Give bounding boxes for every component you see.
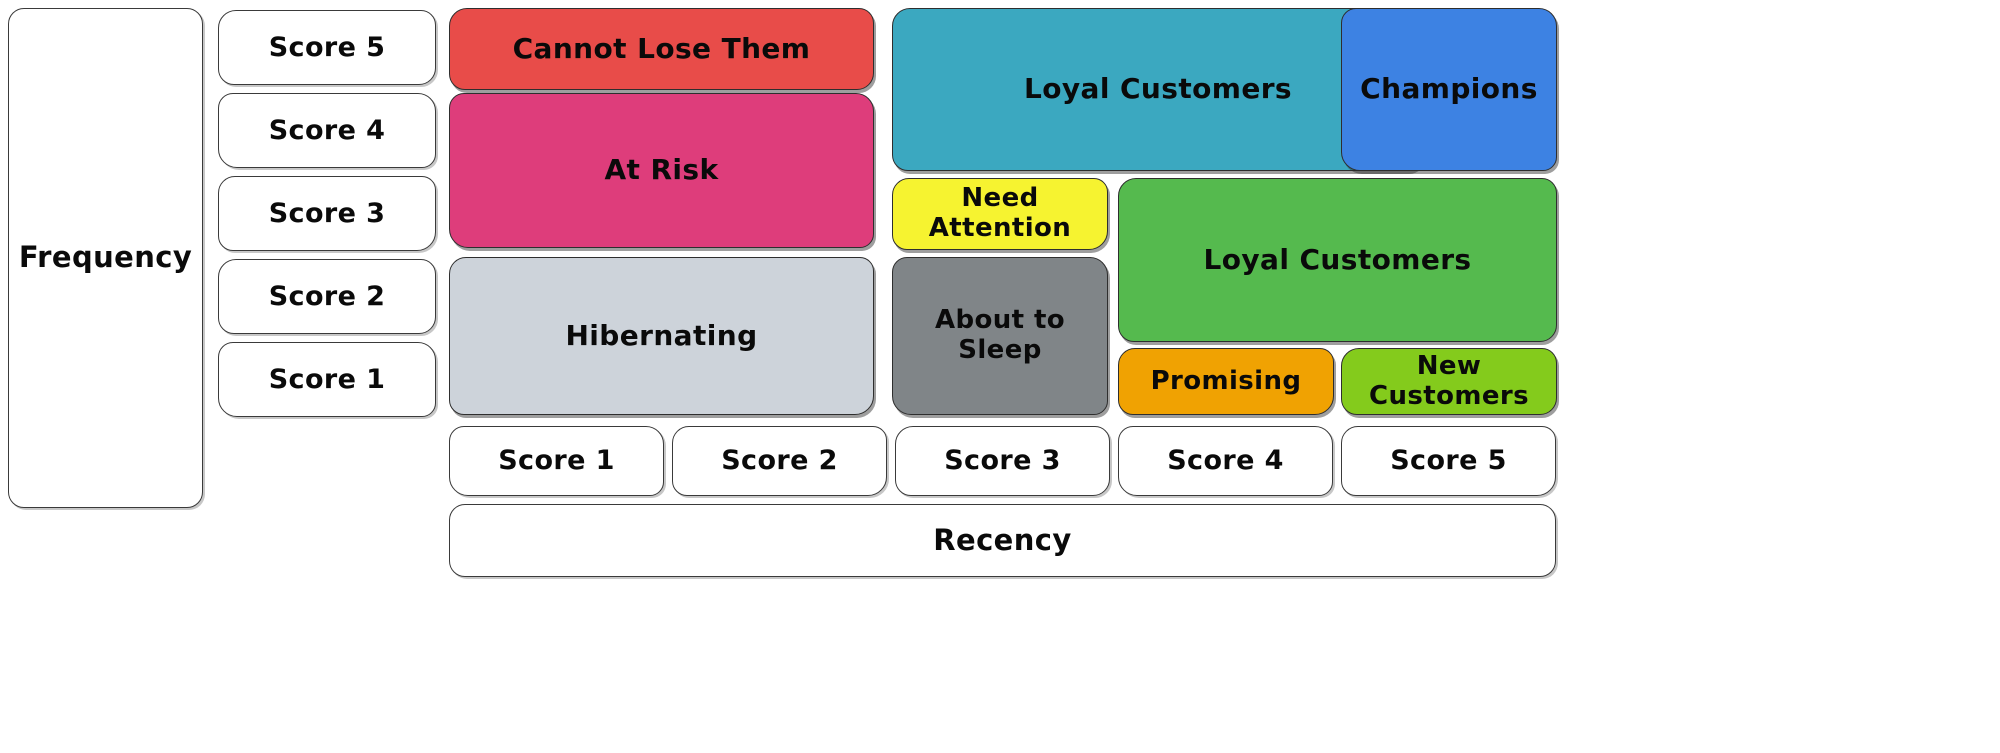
segment-champions[interactable]: Champions xyxy=(1341,8,1557,171)
segment-about-to-sleep[interactable]: About to Sleep xyxy=(892,257,1108,415)
recency-score-5: Score 5 xyxy=(1341,426,1556,496)
frequency-score-3: Score 3 xyxy=(218,176,436,251)
segment-need-attention[interactable]: Need Attention xyxy=(892,178,1108,250)
recency-score-2: Score 2 xyxy=(672,426,887,496)
recency-score-1: Score 1 xyxy=(449,426,664,496)
segment-hibernating[interactable]: Hibernating xyxy=(449,257,874,415)
frequency-score-2: Score 2 xyxy=(218,259,436,334)
frequency-score-5: Score 5 xyxy=(218,10,436,85)
segment-loyal-customers-teal[interactable]: Loyal Customers xyxy=(892,8,1424,171)
recency-score-4: Score 4 xyxy=(1118,426,1333,496)
recency-score-3: Score 3 xyxy=(895,426,1110,496)
frequency-score-4: Score 4 xyxy=(218,93,436,168)
segment-at-risk[interactable]: At Risk xyxy=(449,93,874,248)
segment-new-customers[interactable]: New Customers xyxy=(1341,348,1557,415)
segment-promising[interactable]: Promising xyxy=(1118,348,1334,415)
frequency-axis-label: Frequency xyxy=(8,8,203,508)
segment-cannot-lose-them[interactable]: Cannot Lose Them xyxy=(449,8,874,90)
segment-loyal-customers-green[interactable]: Loyal Customers xyxy=(1118,178,1557,342)
recency-axis-label: Recency xyxy=(449,504,1556,577)
frequency-score-1: Score 1 xyxy=(218,342,436,417)
